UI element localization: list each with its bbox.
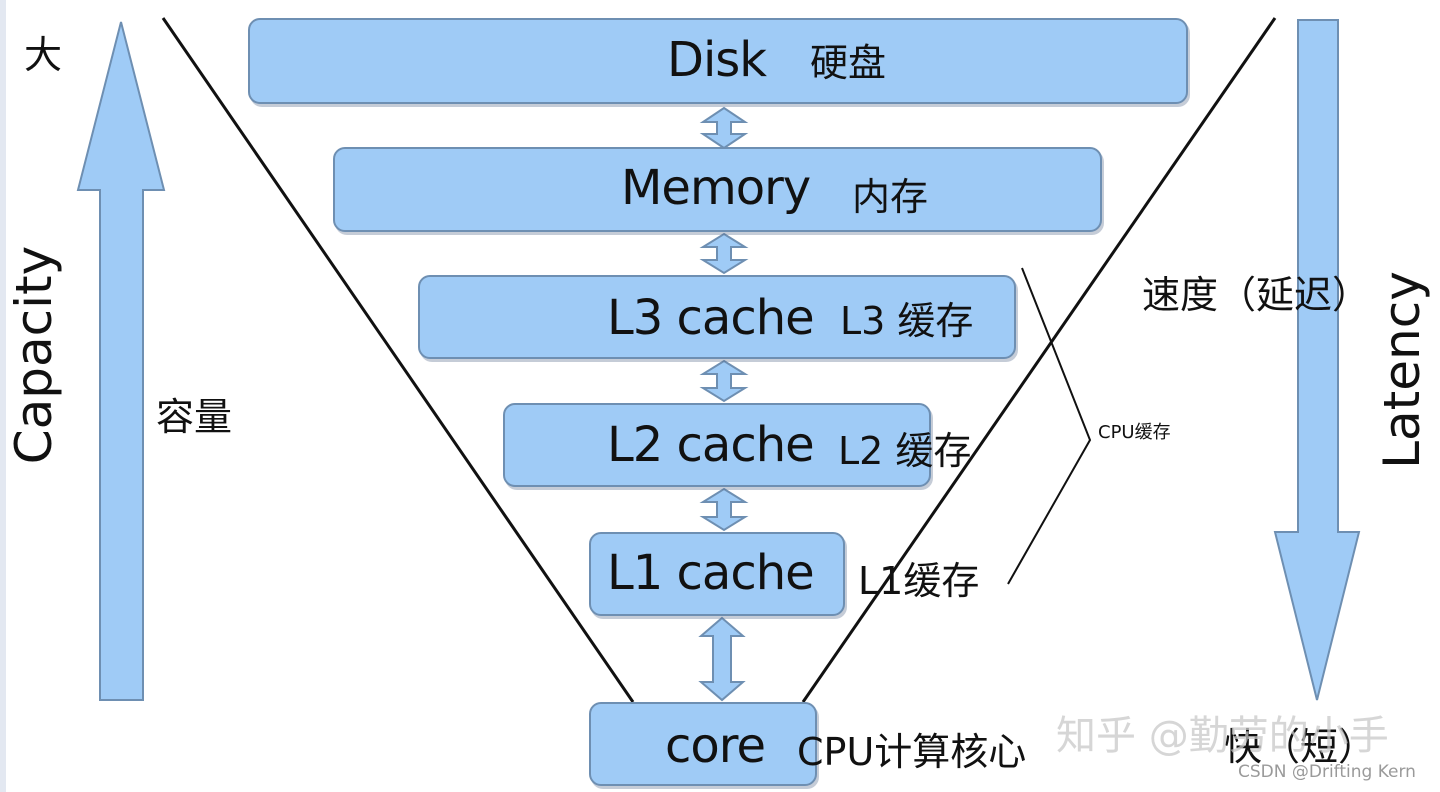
watermark: 知乎 @勤劳的小手	[1056, 713, 1389, 759]
capacity-cn-label: 容量	[156, 395, 233, 439]
l1-cache-cn-label: L1缓存	[858, 559, 980, 603]
cpu-cache-bracket	[1007, 267, 1092, 585]
l2-cache-cn-label: L2 缓存	[838, 429, 972, 473]
funnel-left-line	[161, 17, 635, 703]
credit-text: CSDN @Drifting Kern	[1238, 762, 1416, 782]
disk-box	[248, 18, 1188, 104]
latency-cn-label: 速度（延迟）	[1142, 273, 1371, 317]
link-l2-l1-arrow	[699, 487, 749, 532]
capacity-label: Capacity	[5, 245, 63, 465]
cpu-cache-label: CPU缓存	[1098, 422, 1171, 443]
capacity-arrow	[76, 21, 166, 701]
link-l3-l2-arrow	[699, 359, 749, 403]
latency-label: Latency	[1373, 271, 1431, 469]
latency-bottom-label: 快（短）	[1224, 725, 1377, 769]
core-label: core	[665, 718, 766, 774]
link-memory-l3-arrow	[699, 232, 749, 275]
core-cn-label: CPU计算核心	[797, 730, 1027, 774]
memory-label: Memory	[621, 160, 811, 216]
memory-cn-label: 内存	[852, 175, 929, 219]
left-edge-strip	[0, 0, 6, 792]
memory-box	[333, 147, 1102, 232]
disk-label: Disk	[667, 32, 767, 88]
l1-cache-label: L1 cache	[607, 545, 815, 601]
l3-cache-cn-label: L3 缓存	[840, 299, 974, 343]
l2-cache-label: L2 cache	[607, 417, 815, 473]
l3-cache-box	[418, 275, 1016, 359]
link-disk-memory-arrow	[699, 106, 749, 150]
l1-cache-box	[589, 532, 845, 616]
disk-cn-label: 硬盘	[810, 41, 887, 85]
latency-arrow	[1273, 19, 1361, 701]
l3-cache-label: L3 cache	[607, 290, 815, 346]
core-box	[589, 702, 817, 786]
link-l1-core-arrow	[698, 616, 746, 702]
l2-cache-box	[503, 403, 931, 487]
funnel-right-line	[801, 17, 1277, 703]
capacity-top-label: 大	[24, 33, 63, 77]
